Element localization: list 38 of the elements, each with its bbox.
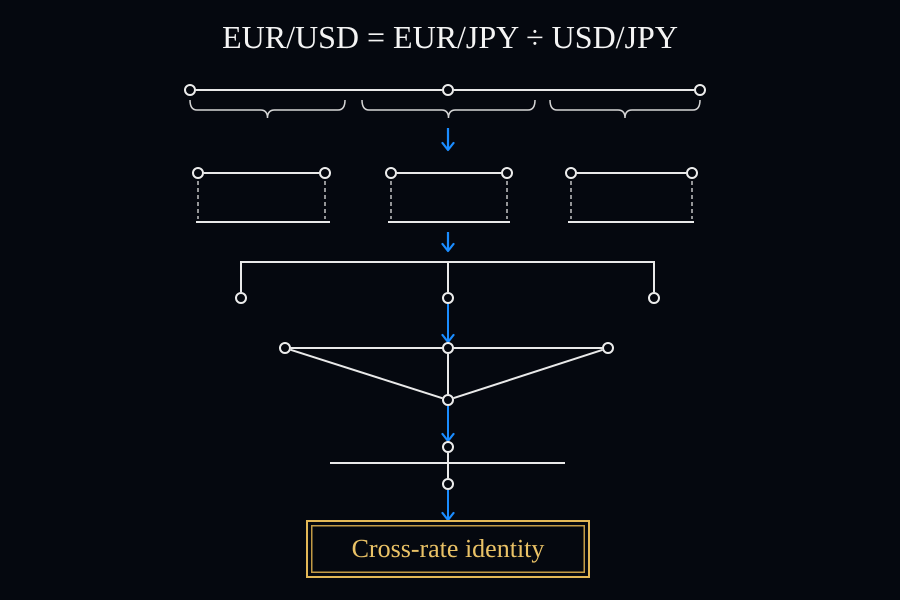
connector-line bbox=[240, 261, 448, 292]
connector-line bbox=[447, 262, 449, 292]
connector-line bbox=[291, 347, 442, 349]
connector-line bbox=[448, 261, 655, 292]
node-circle bbox=[279, 342, 291, 354]
node-circle bbox=[565, 167, 577, 179]
connector-line bbox=[454, 347, 602, 349]
node-circle bbox=[694, 84, 706, 96]
connector-line bbox=[454, 89, 694, 91]
connector-line bbox=[447, 453, 449, 478]
node-circle bbox=[501, 167, 513, 179]
connector-line bbox=[397, 172, 501, 174]
node-circle bbox=[442, 441, 454, 453]
node-circle bbox=[686, 167, 698, 179]
arrow bbox=[441, 490, 455, 522]
node-circle bbox=[602, 342, 614, 354]
node-circle bbox=[442, 394, 454, 406]
node-circle bbox=[235, 292, 247, 304]
arrow bbox=[441, 406, 455, 442]
connector-line bbox=[447, 354, 449, 394]
connector-line bbox=[453, 348, 603, 400]
node-circle bbox=[442, 342, 454, 354]
title: EUR/USD = EUR/JPY ÷ USD/JPY bbox=[222, 18, 678, 56]
connector-line bbox=[196, 89, 442, 91]
node-circle bbox=[319, 167, 331, 179]
node-circle bbox=[648, 292, 660, 304]
arrow bbox=[441, 304, 455, 344]
node-circle bbox=[184, 84, 196, 96]
node-circle bbox=[442, 84, 454, 96]
node-circle bbox=[192, 167, 204, 179]
node-circle bbox=[442, 292, 454, 304]
node-circle bbox=[442, 478, 454, 490]
connector-line bbox=[577, 172, 686, 174]
connector-line bbox=[290, 348, 443, 400]
node-circle bbox=[385, 167, 397, 179]
result-box bbox=[306, 520, 590, 578]
result-label: Cross-rate identity bbox=[352, 534, 544, 564]
connector-line bbox=[204, 172, 319, 174]
